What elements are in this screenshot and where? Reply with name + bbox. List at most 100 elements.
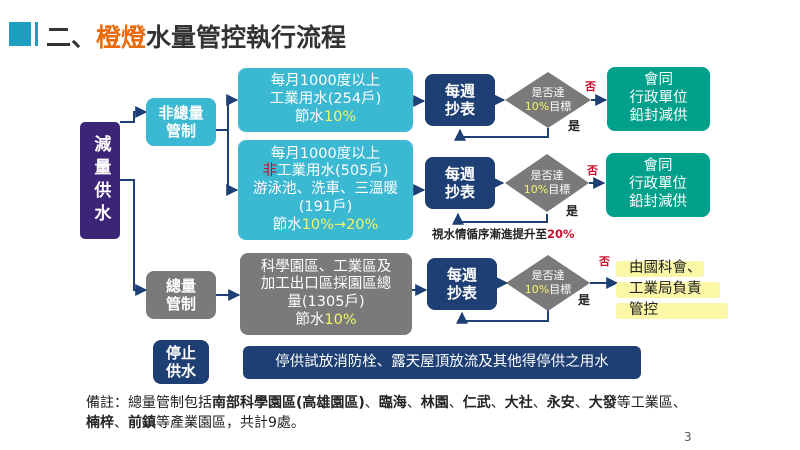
title-highlight: 橙燈 xyxy=(96,23,147,52)
reduced-supply-label: 減量供水 xyxy=(90,134,111,227)
box1-saving: 節水10% xyxy=(295,109,356,127)
footnote-sep: 、 xyxy=(114,415,128,432)
reduced-supply-node: 減量供水 xyxy=(80,122,120,239)
footnote-yongan: 永安 xyxy=(546,395,575,411)
feedback-loop-2 xyxy=(452,212,548,225)
box1-line1: 每月1000度以上 xyxy=(270,73,381,90)
footnote-sep: 、 xyxy=(490,395,505,411)
page-number: 3 xyxy=(684,430,692,444)
industrial-users-box: 每月1000度以上 工業用水(254戶) 節水10% xyxy=(238,68,413,132)
footnote-sep: 、 xyxy=(448,395,463,411)
decision-suffix-1: 目標 xyxy=(549,99,572,113)
total-control-label: 總量管制 xyxy=(165,276,196,313)
box2-line3: 游泳池、洗車、三溫暖 xyxy=(253,181,398,198)
title-rest: 水量管控執行流程 xyxy=(146,23,347,52)
weekly-reading-label-2: 每週抄表 xyxy=(444,164,475,201)
decision-suffix-2: 目標 xyxy=(548,182,571,196)
result1-line2: 行政單位 xyxy=(629,90,688,107)
title-accent-bar-thin xyxy=(35,22,38,46)
weekly-reading-node-1: 每週抄表 xyxy=(425,74,495,126)
feedback-loop-1 xyxy=(454,128,549,141)
decision-pct-1: 10% xyxy=(524,99,550,113)
decision-target-3: 10%目標 xyxy=(513,283,583,297)
weekly-reading-label-1: 每週抄表 xyxy=(444,81,475,118)
decision-target-2: 10%目標 xyxy=(512,183,582,197)
footnote-linhai: 臨海 xyxy=(378,395,407,411)
total-control-node: 總量管制 xyxy=(146,271,216,319)
box3-saving: 節水10% xyxy=(295,312,356,330)
box2-saving: 節水10%→20% xyxy=(273,217,379,235)
industrial-park-box: 科學園區、工業區及 加工出口區採園區總 量(1305戶) 節水10% xyxy=(240,253,412,335)
footnote-linyuan: 林園 xyxy=(420,395,449,411)
weekly-reading-node-2: 每週抄表 xyxy=(425,157,495,209)
box3-line3: 量(1305戶) xyxy=(287,294,365,310)
footnote-sep: 、 xyxy=(364,395,379,411)
no-label-2: 否 xyxy=(587,164,598,177)
seal-reduce-node-2: 會同 行政單位 鉛封減供 xyxy=(606,153,710,217)
page-title: 二、橙燈水量管控執行流程 xyxy=(46,18,346,54)
no-label-1: 否 xyxy=(585,80,596,93)
footnote-qianzhen: 前鎮 xyxy=(128,415,156,432)
decision-diamond-2 xyxy=(505,154,589,212)
highlighter-stroke-3 xyxy=(616,303,728,319)
non-industrial-users-box: 每月1000度以上 非工業用水(505戶) 游泳池、洗車、三溫暖 (191戶) … xyxy=(238,140,413,240)
result2-line3: 鉛封減供 xyxy=(629,193,687,210)
box1-saving-value: 10% xyxy=(323,108,357,125)
footnote-dashe: 大社 xyxy=(504,395,533,411)
box2-saving-prefix: 節水 xyxy=(272,216,302,233)
box3-line2: 加工出口區採園區總 xyxy=(260,276,392,293)
result3-line1: 由國科會、 xyxy=(629,260,702,276)
box2-saving-value: 10%→20% xyxy=(301,216,379,233)
highlighter-stroke-1 xyxy=(616,261,704,277)
result3-line3: 管控 xyxy=(629,302,658,319)
box3-line1: 科學園區、工業區及 xyxy=(260,258,392,275)
footnote-dafa: 大發 xyxy=(588,395,617,411)
box1-saving-prefix: 節水 xyxy=(294,108,324,125)
box3-saving-prefix: 節水 xyxy=(295,311,325,328)
yes-label-2: 是 xyxy=(566,204,579,218)
stop-supply-text: 停供試放消防栓、露天屋頂放流及其他得停供之用水 xyxy=(275,353,609,370)
decision-text-3: 是否達 10%目標 xyxy=(513,269,583,297)
agency-control-text: 由國科會、 工業局負責 管控 xyxy=(629,258,702,321)
footnote-sep: 、 xyxy=(532,395,547,411)
result2-line2: 行政單位 xyxy=(629,176,687,193)
no-label-3: 否 xyxy=(599,255,610,268)
decision-question-2: 是否達 xyxy=(530,169,564,182)
weekly-reading-node-3: 每週抄表 xyxy=(427,258,497,310)
title-accent-bar xyxy=(9,22,31,46)
stop-supply-node: 停止供水 xyxy=(153,340,209,384)
stop-supply-description: 停供試放消防栓、露天屋頂放流及其他得停供之用水 xyxy=(243,346,641,379)
decision-text-2: 是否達 10%目標 xyxy=(512,169,582,197)
decision-question-3: 是否達 xyxy=(531,269,565,282)
decision-suffix-3: 目標 xyxy=(549,282,572,296)
yes-label-3: 是 xyxy=(578,293,591,307)
footnote-nanzi: 楠梓 xyxy=(86,415,114,432)
decision-diamond-3 xyxy=(506,255,590,311)
decision-diamond-1 xyxy=(505,72,591,128)
decision-pct-2: 10% xyxy=(523,182,549,196)
footnote-industrial: 等工業區、 xyxy=(616,395,687,411)
box1-line2: 工業用水(254戶) xyxy=(269,91,382,108)
weekly-reading-label-3: 每週抄表 xyxy=(446,265,477,302)
stop-supply-label: 停止供水 xyxy=(165,343,196,380)
title-prefix: 二、 xyxy=(46,23,97,52)
connector-root-to-nontotal xyxy=(120,106,148,123)
box2-line2: 非工業用水(505戶) xyxy=(263,163,389,181)
footnote-label: 備註： xyxy=(86,395,128,411)
footnote-intro: 總量管制包括 xyxy=(128,395,212,411)
non-total-control-node: 非總量管制 xyxy=(146,98,216,146)
box2-line2-rest: 工業用水(505戶) xyxy=(277,163,389,180)
footnote: 備註：總量管制包括南部科學園區(高雄園區)、臨海、林園、仁武、大社、永安、大發等… xyxy=(86,393,746,434)
decision-question-1: 是否達 xyxy=(531,86,565,99)
yes-label-1: 是 xyxy=(568,119,581,133)
box2-line1: 每月1000度以上 xyxy=(270,145,381,162)
box2-non-char: 非 xyxy=(262,163,278,180)
footnote-tail: 等產業園區，共計9處。 xyxy=(156,415,305,432)
highlighter-stroke-2 xyxy=(616,282,720,298)
connector-root-to-total xyxy=(120,179,148,296)
connector-nontotal-to-box2 xyxy=(216,129,239,196)
escalation-text: 視水情循序漸進提升至 xyxy=(432,227,547,241)
result3-line2: 工業局負責 xyxy=(629,281,702,298)
escalation-pct: 20% xyxy=(547,227,575,241)
non-total-control-label: 非總量管制 xyxy=(158,103,204,140)
